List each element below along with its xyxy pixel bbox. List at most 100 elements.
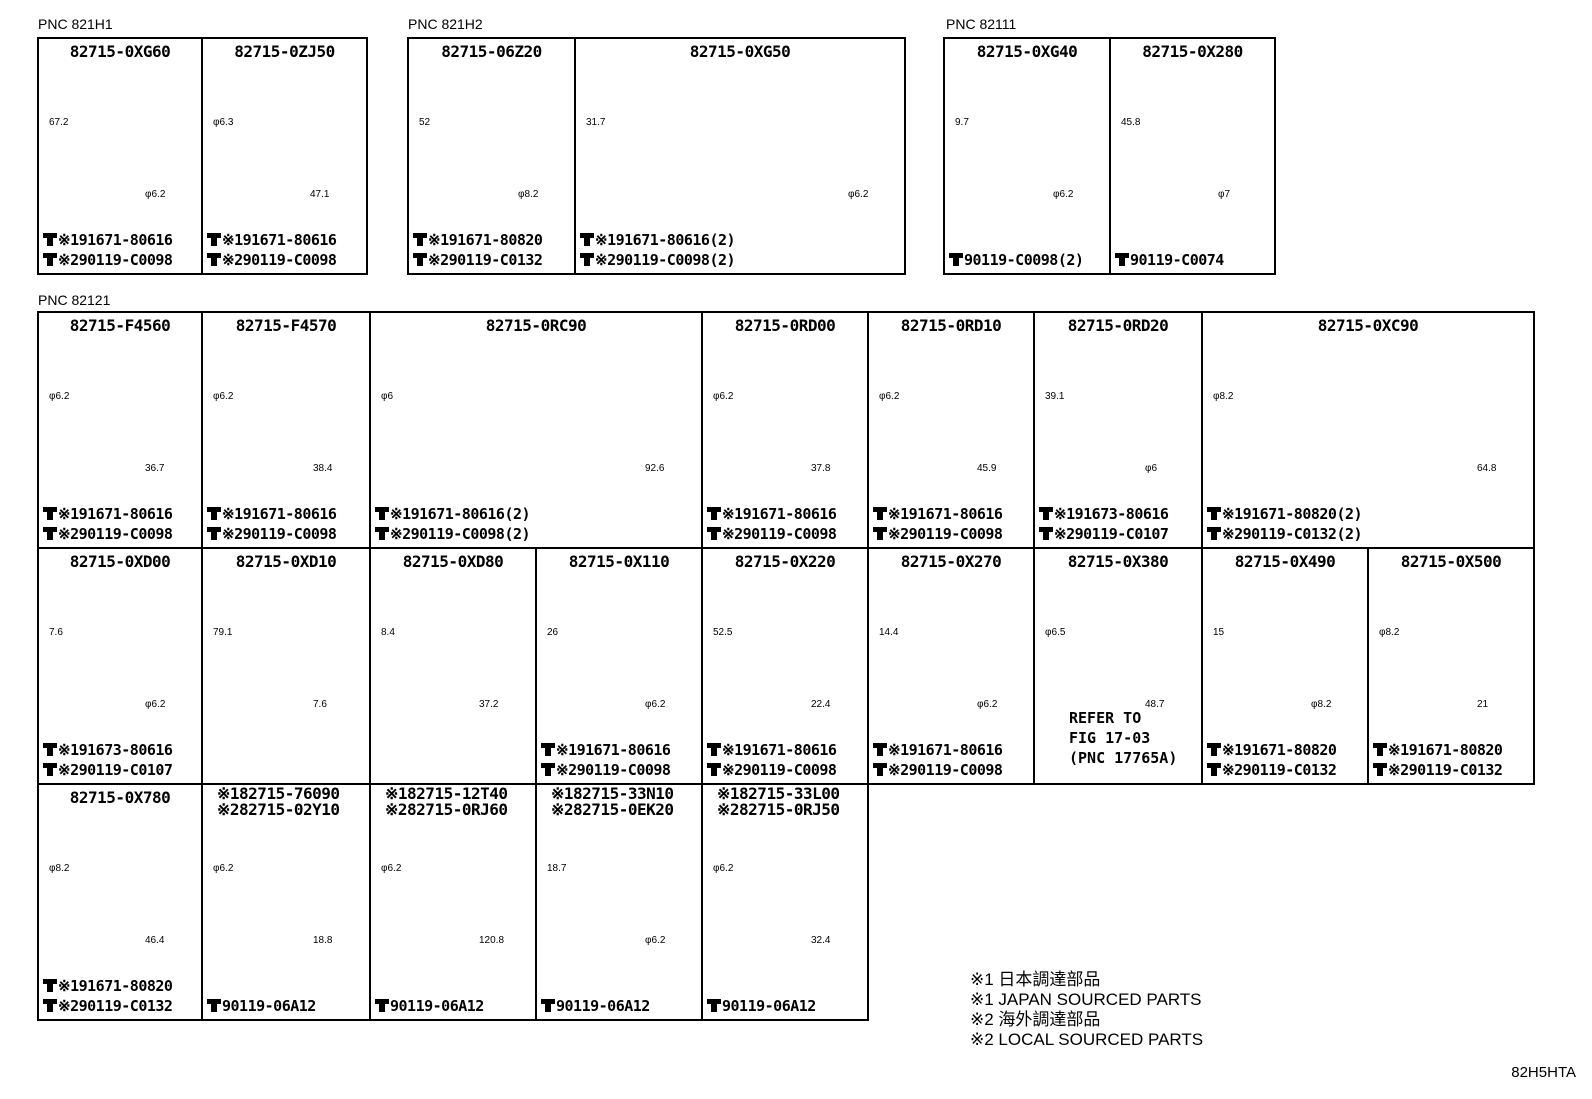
part-number[interactable]: 82715-0RC90 <box>485 316 587 335</box>
bolt-part-2[interactable]: ※290119-C0098 <box>706 525 837 543</box>
dimension-label: φ6 <box>381 391 394 402</box>
bolt-part-2[interactable]: 90119-C0098(2) <box>948 251 1084 269</box>
dimension-label: φ6.2 <box>213 391 234 402</box>
bolt-part-1[interactable]: ※191671-80820(2) <box>1206 505 1363 523</box>
refer-text[interactable]: REFER TO <box>1069 709 1142 727</box>
bolt-part-2[interactable]: 90119-06A12 <box>206 997 316 1015</box>
bolt-part-1[interactable]: ※191671-80616 <box>872 505 1003 523</box>
part-number[interactable]: 82715-0X500 <box>1400 552 1502 571</box>
refer-text[interactable]: FIG 17-03 <box>1069 729 1151 747</box>
bolt-part-2[interactable]: ※290119-C0098 <box>206 251 337 269</box>
part-number[interactable]: 82715-F4570 <box>235 316 337 335</box>
refer-text[interactable]: (PNC 17765A) <box>1069 749 1178 767</box>
part-number-alt[interactable]: ※282715-0RJ60 <box>385 800 508 819</box>
bolt-part-1[interactable]: ※191671-80820 <box>412 231 543 249</box>
bolt-part-1[interactable]: ※191673-80616 <box>42 741 173 759</box>
part-number[interactable]: 82715-0XD10 <box>235 552 337 571</box>
part-number[interactable]: 82715-0XG40 <box>976 42 1078 61</box>
part-number[interactable]: 82715-0X780 <box>69 788 171 807</box>
bolt-part-2[interactable]: ※290119-C0132(2) <box>1206 525 1363 543</box>
bolt-part-2[interactable]: ※290119-C0098 <box>706 761 837 779</box>
part-number[interactable]: 82715-0XC90 <box>1317 316 1419 335</box>
bolt-part-2[interactable]: ※290119-C0098 <box>872 761 1003 779</box>
bolt-part-2[interactable]: ※290119-C0098 <box>42 525 173 543</box>
bolt-part-2[interactable]: ※290119-C0132 <box>412 251 543 269</box>
part-number[interactable]: ※182715-33N10 <box>551 784 674 803</box>
part-number[interactable]: 82715-0ZJ50 <box>234 42 335 61</box>
part-number[interactable]: 82715-06Z20 <box>441 42 542 61</box>
bolt-part-2[interactable]: ※290119-C0107 <box>1038 525 1169 543</box>
part-number-alt[interactable]: ※282715-0EK20 <box>551 800 674 819</box>
bolt-part-1[interactable]: ※191671-80616(2) <box>579 231 736 249</box>
part-number[interactable]: 82715-0X380 <box>1067 552 1169 571</box>
bolt-part-1-label: ※191671-80616 <box>722 741 837 759</box>
pnc-label-821h1: PNC 821H1 <box>38 16 113 32</box>
bolt-part-1-label: ※191671-80820(2) <box>1222 505 1363 523</box>
bolt-part-2[interactable]: ※290119-C0107 <box>42 761 173 779</box>
part-number[interactable]: 82715-0RD20 <box>1067 316 1169 335</box>
bolt-part-2[interactable]: 90119-06A12 <box>540 997 650 1015</box>
part-number[interactable]: ※182715-12T40 <box>385 784 508 803</box>
bolt-part-2[interactable]: 90119-06A12 <box>374 997 484 1015</box>
bolt-part-2[interactable]: ※290119-C0098 <box>206 525 337 543</box>
bolt-part-1[interactable]: ※191671-80616 <box>42 505 173 523</box>
dimension-label: 14.4 <box>879 627 899 638</box>
part-number[interactable]: 82715-F4560 <box>69 316 171 335</box>
dimension-label: φ6.2 <box>977 699 998 710</box>
bolt-part-1[interactable]: ※191671-80616(2) <box>374 505 531 523</box>
dimension-label: 48.7 <box>1145 699 1165 710</box>
part-number[interactable]: ※182715-76090 <box>217 784 340 803</box>
part-number[interactable]: 82715-0X110 <box>568 552 670 571</box>
bolt-part-1[interactable]: ※191671-80616 <box>540 741 671 759</box>
bolt-part-2[interactable]: ※290119-C0132 <box>1206 761 1337 779</box>
part-number[interactable]: 82715-0XD00 <box>69 552 171 571</box>
bolt-part-1[interactable]: ※191671-80820 <box>42 977 173 995</box>
part-number[interactable]: 82715-0XG50 <box>689 42 791 61</box>
part-number[interactable]: 82715-0X280 <box>1142 42 1243 61</box>
bolt-part-2[interactable]: ※290119-C0098 <box>872 525 1003 543</box>
part-number[interactable]: 82715-0RD10 <box>900 316 1002 335</box>
part-number[interactable]: 82715-0X490 <box>1234 552 1336 571</box>
bolt-part-1[interactable]: ※191671-80616 <box>706 741 837 759</box>
part-number[interactable]: 82715-0X270 <box>900 552 1002 571</box>
bolt-part-2[interactable]: ※290119-C0098 <box>540 761 671 779</box>
dimension-label: 47.1 <box>310 189 330 200</box>
bolt-part-2[interactable]: ※290119-C0132 <box>1372 761 1503 779</box>
dimension-label: 37.8 <box>811 463 831 474</box>
bolt-part-2[interactable]: 90119-C0074 <box>1114 251 1224 269</box>
drawing-code: 82H5HTA <box>1511 1064 1576 1081</box>
bolt-part-1-label: ※191671-80616(2) <box>595 231 736 249</box>
bolt-part-1[interactable]: ※191671-80820 <box>1372 741 1503 759</box>
dimension-label: φ6.2 <box>49 391 70 402</box>
bolt-part-1[interactable]: ※191671-80616 <box>42 231 173 249</box>
bolt-part-1-label: ※191671-80616 <box>222 231 337 249</box>
bolt-part-2[interactable]: ※290119-C0132 <box>42 997 173 1015</box>
bolt-part-1[interactable]: ※191673-80616 <box>1038 505 1169 523</box>
part-number[interactable]: 82715-0RD00 <box>734 316 836 335</box>
dimension-label: 8.4 <box>381 627 395 638</box>
bolt-part-2[interactable]: ※290119-C0098(2) <box>374 525 531 543</box>
bolt-part-1[interactable]: ※191671-80820 <box>1206 741 1337 759</box>
bolt-part-2-label: ※290119-C0132 <box>428 251 543 269</box>
bolt-part-2[interactable]: ※290119-C0098 <box>42 251 173 269</box>
bolt-part-1-label: ※191671-80616 <box>58 505 173 523</box>
bolt-part-2-label: ※290119-C0098 <box>58 525 173 543</box>
part-number[interactable]: 82715-0XG60 <box>69 42 171 61</box>
part-number[interactable]: ※182715-33L00 <box>717 784 840 803</box>
part-number-alt[interactable]: ※282715-0RJ50 <box>717 800 840 819</box>
bolt-part-2[interactable]: ※290119-C0098(2) <box>579 251 736 269</box>
dimension-label: 46.4 <box>145 935 165 946</box>
bolt-part-1[interactable]: ※191671-80616 <box>206 505 337 523</box>
bolt-part-1[interactable]: ※191671-80616 <box>206 231 337 249</box>
bolt-part-2[interactable]: 90119-06A12 <box>706 997 816 1015</box>
bolt-part-1[interactable]: ※191671-80616 <box>706 505 837 523</box>
part-number-alt[interactable]: ※282715-02Y10 <box>217 800 340 819</box>
bolt-part-2-label: 90119-06A12 <box>222 997 316 1015</box>
part-number[interactable]: 82715-0XD80 <box>402 552 504 571</box>
bolt-part-1[interactable]: ※191671-80616 <box>872 741 1003 759</box>
part-number[interactable]: 82715-0X220 <box>734 552 836 571</box>
